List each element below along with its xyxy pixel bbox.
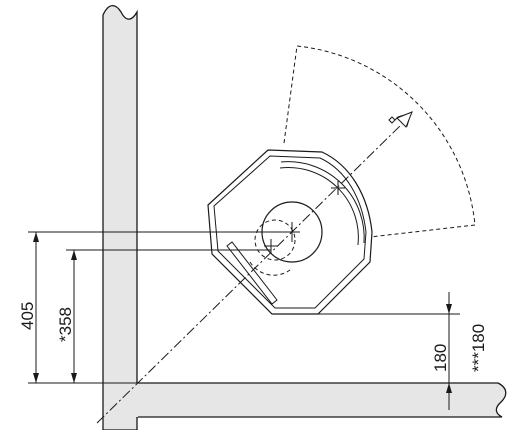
center-axis (96, 123, 403, 424)
dim-arrow-180-bottom (446, 383, 452, 393)
dim-arrow-358-bottom (71, 373, 77, 383)
flue-hidden-circle (254, 219, 296, 261)
dim-arrow-405-bottom (33, 373, 39, 383)
air-slot (226, 241, 278, 305)
arrow-head (396, 111, 413, 128)
swivel-range-sector (283, 45, 476, 238)
dim-label-405: 405 (18, 302, 37, 330)
dim-arrow-358-top (71, 250, 77, 260)
dim-label-180-alt: ***180 (469, 324, 488, 372)
dim-arrow-405-top (33, 232, 39, 242)
dim-arrow-180-top (446, 304, 452, 314)
stove-body-inner-edge (213, 155, 367, 309)
left-wall (102, 4, 138, 430)
dim-label-358: *358 (56, 307, 75, 342)
floor-wall (136, 382, 507, 418)
flue-hidden-arc (249, 261, 291, 276)
dim-label-180: 180 (431, 344, 450, 372)
